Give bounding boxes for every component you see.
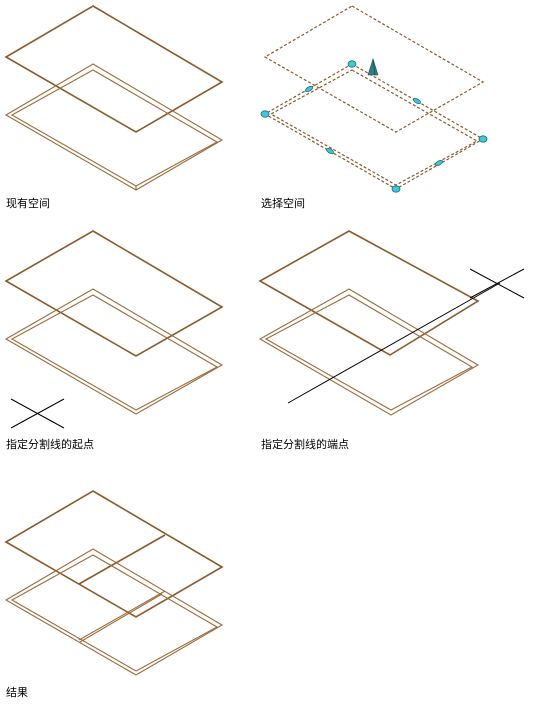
crosshair-cursor-icon (10, 398, 65, 429)
result-upper-spaces (4, 490, 224, 618)
caption-select-space: 选择空间 (261, 197, 305, 210)
grip-points (260, 60, 488, 193)
result-diagram (4, 490, 224, 676)
caption-result: 结果 (6, 686, 28, 699)
upper-space-outline (258, 230, 480, 356)
split-start-diagram (4, 230, 224, 429)
upper-space-outline (4, 5, 224, 133)
existing-space-diagram (4, 5, 224, 191)
grip-corner-bottom[interactable] (391, 185, 401, 193)
panel-result: 结果 (0, 485, 260, 704)
caption-existing-space: 现有空间 (6, 197, 50, 210)
grip-edge-4[interactable] (434, 159, 444, 167)
result-split-walls (78, 590, 166, 643)
grip-edge-2[interactable] (412, 97, 422, 105)
grip-edge-1[interactable] (304, 85, 314, 93)
grip-edge-3[interactable] (325, 147, 335, 155)
caption-split-end: 指定分割线的端点 (261, 438, 349, 451)
space-slab (4, 288, 224, 415)
panel-select-space: 选择空间 (256, 0, 534, 215)
panel-split-start: 指定分割线的起点 (0, 225, 260, 455)
space-slab (4, 63, 224, 191)
space-slab (4, 548, 224, 676)
grip-corner-right[interactable] (478, 135, 488, 143)
panel-split-end: 指定分割线的端点 (256, 225, 534, 455)
caption-split-start: 指定分割线的起点 (6, 438, 94, 451)
split-end-diagram (258, 230, 525, 416)
grip-arrow-icon[interactable] (367, 57, 379, 76)
selected-upper-outline (263, 5, 485, 133)
space-slab (258, 288, 480, 416)
grip-corner-top[interactable] (347, 60, 357, 68)
upper-space-outline (4, 230, 224, 357)
panel-existing-space: 现有空间 (0, 0, 260, 215)
grip-corner-left[interactable] (260, 110, 270, 118)
crosshair-cursor-icon (469, 268, 525, 299)
split-line (287, 282, 501, 404)
grip-arrow-shadow (372, 58, 376, 76)
selected-slab-inner (269, 69, 479, 186)
select-space-diagram (260, 5, 488, 193)
